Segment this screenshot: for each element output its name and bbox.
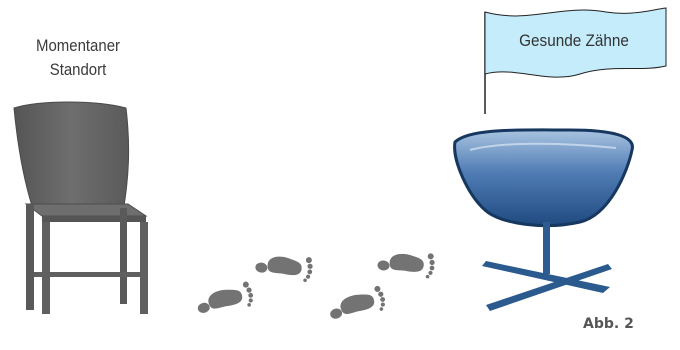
current-location-line-2: Standort (16, 58, 139, 82)
designer-chair-icon (455, 130, 633, 311)
figure-caption: Abb. 2 (583, 316, 634, 332)
footprint-1 (194, 281, 255, 318)
footprint-2 (254, 250, 314, 283)
goal-flag-label: Gesunde Zähne (507, 30, 640, 52)
footprints-icon (194, 248, 436, 323)
flag-icon (485, 8, 666, 114)
footprint-4 (377, 248, 436, 279)
footprint-3 (326, 285, 387, 323)
current-location-label: Momentaner Standort (16, 34, 139, 82)
old-chair-icon (14, 102, 148, 314)
current-location-line-1: Momentaner (16, 34, 139, 58)
